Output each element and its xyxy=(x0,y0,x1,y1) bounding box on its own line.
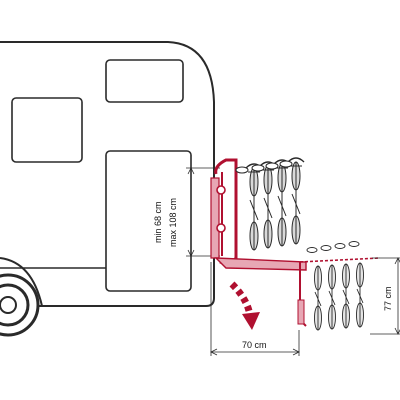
camper-window-top-right xyxy=(105,59,184,103)
bike-lowered-3 xyxy=(342,263,350,329)
rack-wall-bracket xyxy=(210,177,220,259)
rack-rail xyxy=(214,257,307,271)
bikes-upright xyxy=(235,157,305,251)
camper-door xyxy=(105,150,192,292)
bike-rack-upright xyxy=(210,158,307,271)
bike-lowered-4 xyxy=(356,262,364,328)
bike-lowered-2 xyxy=(328,264,336,330)
bike-upright-4 xyxy=(287,157,305,245)
bike-upright-1 xyxy=(245,163,263,251)
lowered-height-dimension xyxy=(370,257,400,335)
bikes-lowered xyxy=(306,241,364,331)
depth-label: 70 cm xyxy=(242,340,267,350)
height-min-label: min 68 cm xyxy=(153,201,163,243)
height-dimension xyxy=(186,167,220,257)
saddles-lowered xyxy=(306,241,360,253)
wheel-arch xyxy=(0,257,43,307)
camper-window-left xyxy=(11,97,83,163)
saddles-upright xyxy=(235,160,293,174)
bike-upright-2 xyxy=(259,161,277,249)
height-max-label: max 108 cm xyxy=(168,198,178,247)
wheel xyxy=(0,273,40,337)
bike-lowered-1 xyxy=(314,265,322,331)
bike-rack-lowered xyxy=(297,257,381,327)
lowered-height-label: 77 cm xyxy=(383,286,393,311)
tilt-arrow xyxy=(229,281,260,330)
depth-dimension xyxy=(210,262,300,356)
bike-upright-3 xyxy=(273,159,291,247)
